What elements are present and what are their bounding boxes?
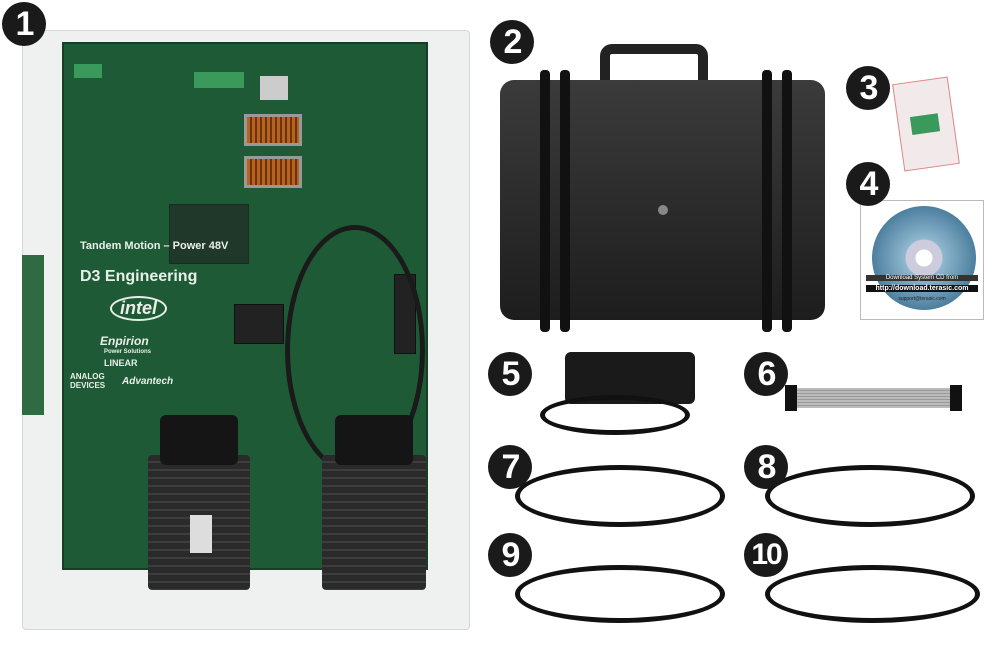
adapter-cable (540, 395, 690, 435)
power-cord-7 (515, 465, 725, 527)
callout-5: 5 (488, 352, 532, 396)
motor-cap (160, 415, 238, 465)
power-cord-9 (515, 565, 725, 623)
logo-linear: LINEAR (104, 358, 138, 368)
inductor-coil (244, 114, 302, 146)
ribbon-connector (785, 385, 797, 411)
ic-chip (169, 204, 249, 264)
callout-4: 4 (846, 162, 890, 206)
logo-advantech: Advantech (122, 376, 174, 387)
board-title: Tandem Motion – Power 48V (80, 240, 229, 252)
power-cord-10 (765, 565, 980, 623)
logo-analog-devices: ANALOG DEVICES (70, 372, 106, 390)
terminal-block (909, 113, 941, 136)
callout-7: 7 (488, 445, 532, 489)
callout-1: 1 (2, 2, 46, 46)
logo-power-solutions: Power Solutions (104, 349, 152, 355)
case-handle (600, 44, 708, 84)
power-cord-8 (765, 465, 975, 527)
stepper-motor-right (322, 455, 426, 590)
heatsink (260, 76, 288, 100)
system-cd (872, 206, 976, 310)
motor-cap (335, 415, 413, 465)
case-latch (782, 70, 792, 332)
logo-intel: intel (110, 296, 168, 321)
ribbon-connector (950, 385, 962, 411)
cd-url: http://download.terasic.com (866, 285, 978, 292)
cd-support: support@terasic.com (898, 296, 946, 302)
case-logo (658, 205, 668, 215)
ic-chip (234, 304, 284, 344)
logo-enpirion: Enpirion (100, 334, 149, 348)
logo-d3: D3 Engineering (80, 268, 198, 285)
case-latch (762, 70, 772, 332)
cd-banner: Download System CD from (866, 275, 978, 281)
case-latch (540, 70, 550, 332)
callout-10: 10 (744, 533, 788, 577)
callout-9: 9 (488, 533, 532, 577)
terminal-block (194, 72, 244, 88)
case-latch (560, 70, 570, 332)
callout-6: 6 (744, 352, 788, 396)
callout-2: 2 (490, 20, 534, 64)
callout-3: 3 (846, 66, 890, 110)
motor-label (190, 515, 212, 553)
side-connector (22, 255, 44, 415)
callout-8: 8 (744, 445, 788, 489)
terminal-block (74, 64, 102, 78)
connector-bag (892, 76, 960, 172)
inductor-coil (244, 156, 302, 188)
ribbon-cable (790, 388, 955, 408)
